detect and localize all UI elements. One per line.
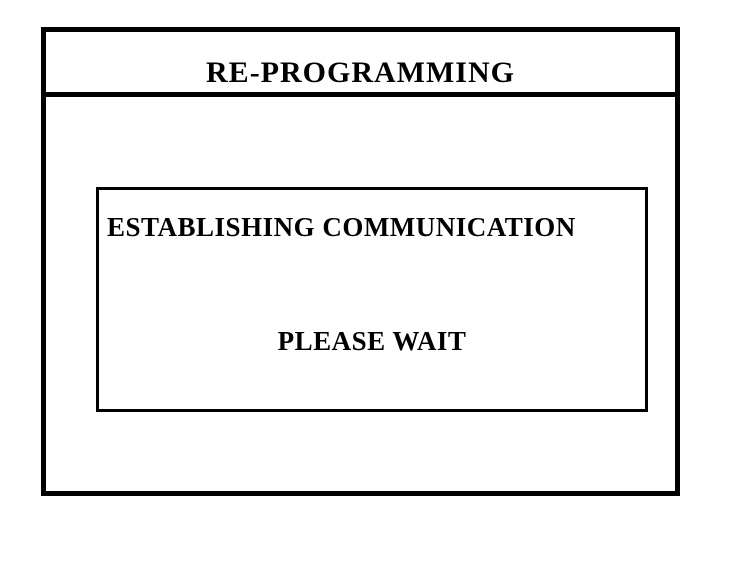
reprogramming-screen: RE-PROGRAMMING ESTABLISHING COMMUNICATIO… bbox=[41, 27, 680, 496]
wait-message: PLEASE WAIT bbox=[277, 325, 467, 356]
screen-body: ESTABLISHING COMMUNICATION PLEASE WAIT bbox=[46, 97, 675, 491]
status-message-box: ESTABLISHING COMMUNICATION PLEASE WAIT bbox=[96, 187, 648, 412]
title-bar: RE-PROGRAMMING bbox=[46, 32, 675, 97]
screen-title: RE-PROGRAMMING bbox=[206, 56, 515, 89]
status-message: ESTABLISHING COMMUNICATION bbox=[107, 212, 576, 242]
